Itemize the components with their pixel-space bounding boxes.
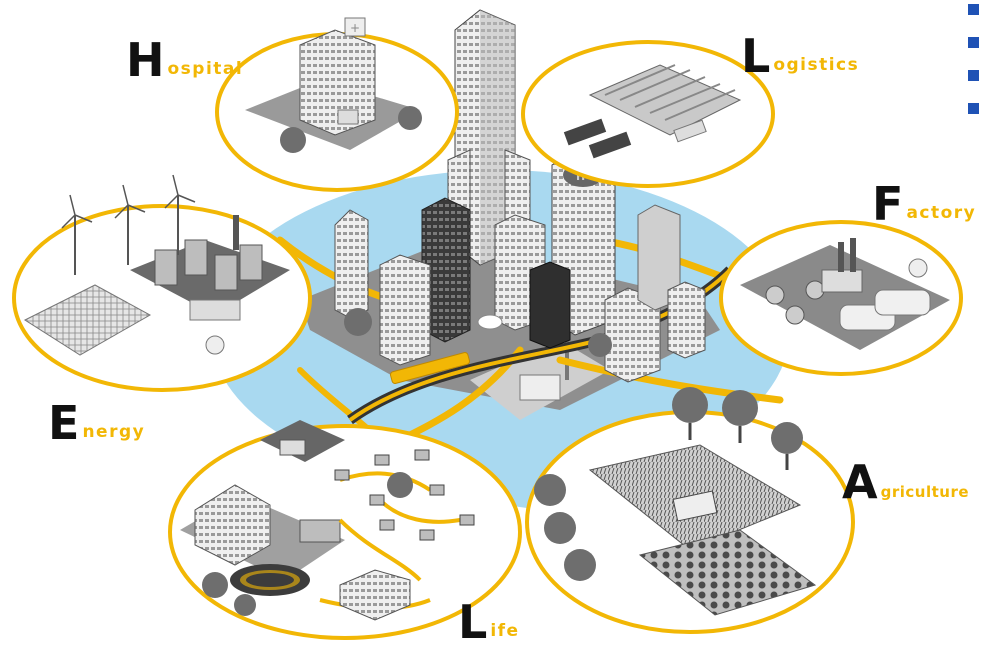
label-life-initial: L: [458, 595, 488, 649]
bullet-square: [968, 70, 979, 81]
bullet-list: [968, 4, 982, 136]
label-energy-initial: E: [48, 396, 80, 450]
label-agriculture-rest: griculture: [880, 483, 970, 501]
factory-scene: [719, 220, 963, 376]
train: [389, 352, 471, 384]
agriculture-scene: [525, 387, 855, 634]
label-logistics-rest: ogistics: [773, 55, 860, 75]
energy-scene: [12, 174, 312, 392]
label-life: L ife: [458, 595, 520, 649]
label-energy-rest: nergy: [82, 422, 146, 442]
bullet-square: [968, 103, 979, 114]
label-energy: E nergy: [48, 396, 146, 450]
label-agriculture: A griculture: [842, 455, 970, 509]
label-logistics-initial: L: [741, 29, 771, 83]
label-agriculture-initial: A: [842, 455, 878, 509]
central-buildings: H: [334, 9, 706, 383]
label-logistics: L ogistics: [741, 29, 860, 83]
label-life-rest: ife: [490, 621, 520, 641]
hospital-scene: +: [215, 17, 459, 192]
bullet-square: [968, 4, 979, 15]
label-hospital-rest: ospital: [167, 59, 244, 79]
logistics-scene: [521, 40, 775, 188]
label-factory: F actory: [872, 177, 977, 231]
label-factory-rest: actory: [906, 203, 977, 223]
label-hospital: H ospital: [126, 33, 244, 87]
svg-text:+: +: [350, 21, 360, 35]
life-scene: [168, 420, 522, 640]
label-factory-initial: F: [872, 177, 904, 231]
bullet-square: [968, 37, 979, 48]
label-hospital-initial: H: [126, 33, 165, 87]
